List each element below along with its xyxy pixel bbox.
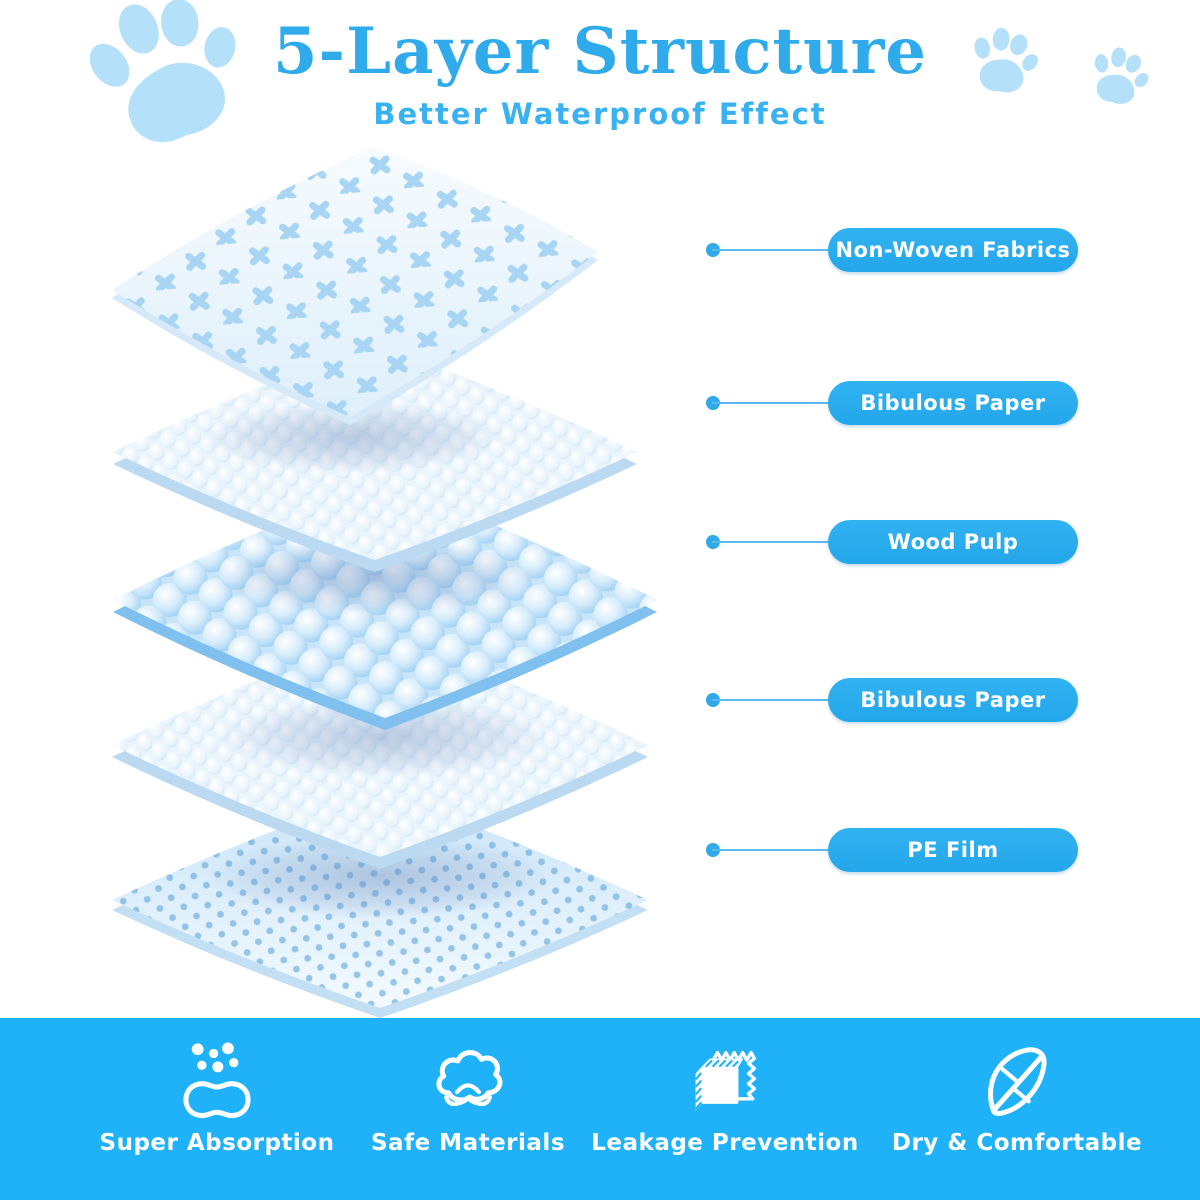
callout-line <box>712 249 834 251</box>
callout-line <box>712 402 834 404</box>
layer-label-pill: Bibulous Paper <box>828 381 1078 425</box>
five-layer-stack-illustration <box>112 147 657 1018</box>
layer-label-pill: Bibulous Paper <box>828 678 1078 722</box>
feature-bar: Super Absorption Safe Materials Leakage … <box>0 1018 1200 1200</box>
leaf-icon <box>988 1047 1047 1116</box>
callout-line <box>712 699 834 701</box>
layer-label-pill: Non-Woven Fabrics <box>828 228 1078 272</box>
feature-label: Super Absorption <box>99 1130 335 1156</box>
sponge-water-drops-icon <box>183 1042 251 1119</box>
layer-5-pe-film <box>112 792 648 1018</box>
feature-label: Dry & Comfortable <box>891 1130 1143 1156</box>
callout-line <box>712 849 834 851</box>
feature-label: Leakage Prevention <box>591 1130 859 1156</box>
feature-super-absorption: Super Absorption <box>67 1040 367 1156</box>
layer-3-wood-pulp <box>113 482 657 730</box>
cotton-flower-icon <box>436 1050 503 1107</box>
layer-4-bibulous-paper <box>112 633 648 869</box>
layer-2-bibulous-paper <box>113 344 637 572</box>
callout-line <box>712 541 834 543</box>
feature-label: Safe Materials <box>370 1130 566 1156</box>
feature-safe-materials: Safe Materials <box>318 1040 618 1156</box>
page-title: 5-Layer Structure <box>273 14 927 89</box>
feature-dry-comfortable: Dry & Comfortable <box>867 1040 1167 1156</box>
fabric-swatch-icon <box>695 1050 757 1111</box>
layer-1-non-woven-fabrics <box>112 147 598 425</box>
layer-label-pill: Wood Pulp <box>828 520 1078 564</box>
page-subtitle: Better Waterproof Effect <box>373 97 827 131</box>
layer-label-pill: PE Film <box>828 828 1078 872</box>
feature-leakage-prevention: Leakage Prevention <box>575 1040 875 1156</box>
